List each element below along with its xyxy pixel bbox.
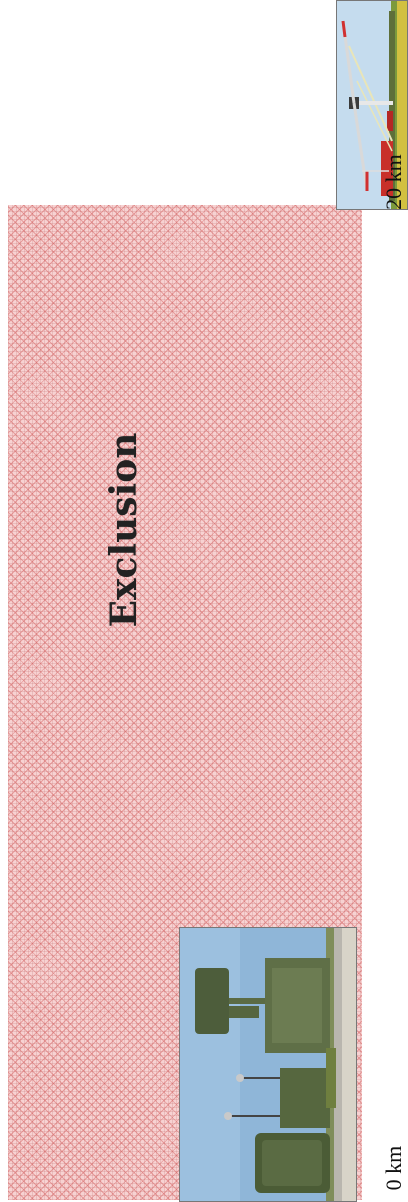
radar-station-photo (179, 927, 357, 1202)
end-distance-label: 20 km (381, 154, 407, 210)
radar-station-image (180, 928, 356, 1201)
exclusion-label: Exclusion (103, 433, 145, 628)
start-distance-label: 0 km (381, 1146, 407, 1191)
